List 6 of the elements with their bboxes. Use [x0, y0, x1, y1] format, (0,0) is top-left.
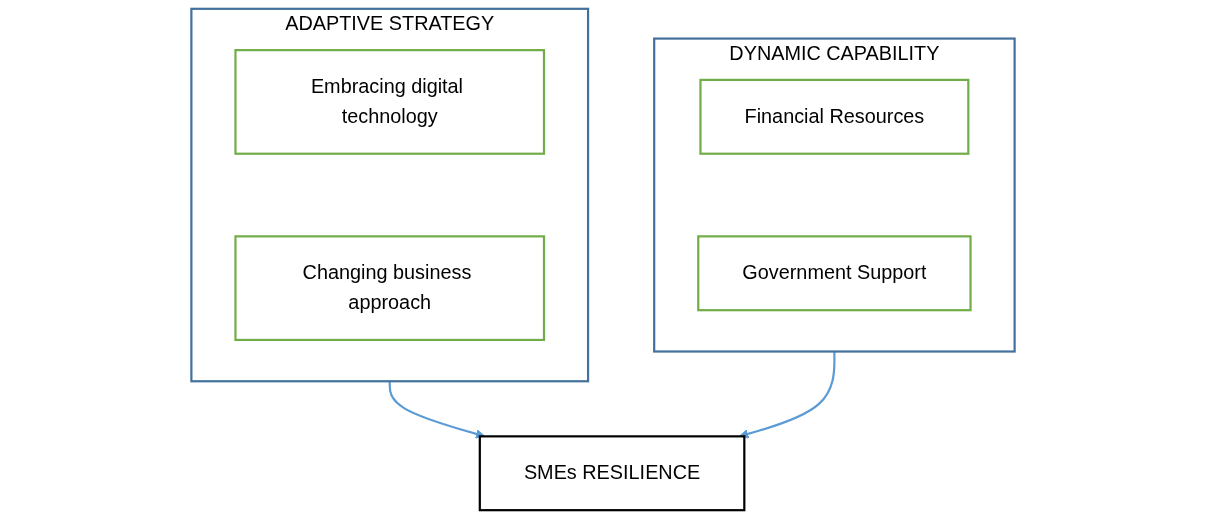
- node-box: Changing business approach: [234, 235, 546, 342]
- arrow: [388, 381, 486, 439]
- node-box: Embracing digital technology: [234, 49, 546, 155]
- node-box: SMEs RESILIENCE: [478, 435, 746, 512]
- node-box: Government Support: [697, 235, 972, 312]
- node-box: Financial Resources: [699, 78, 970, 155]
